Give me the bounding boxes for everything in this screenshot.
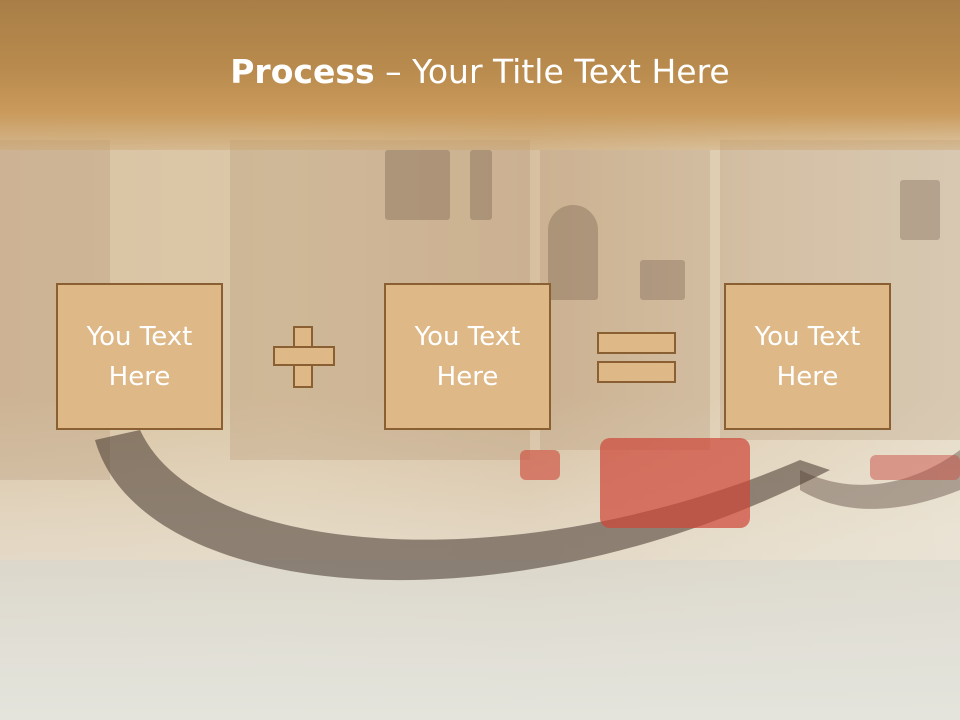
process-box-result[interactable]: You Text Here <box>724 283 891 430</box>
title-bar <box>0 0 960 150</box>
gondola-seat <box>520 450 560 480</box>
gondola-hull <box>95 430 830 581</box>
arched-window <box>548 205 598 300</box>
window <box>900 180 940 240</box>
gondola-hull <box>800 450 960 509</box>
window <box>470 150 492 220</box>
process-box-1[interactable]: You Text Here <box>56 283 223 430</box>
gondola-seat <box>870 455 960 480</box>
process-box-text: You Text Here <box>754 321 861 392</box>
process-box-text: You Text Here <box>414 321 521 392</box>
title-bold-word: Process <box>230 52 375 91</box>
building-facade <box>540 150 710 450</box>
process-box-text: You Text Here <box>86 321 193 392</box>
canal-water <box>0 560 960 720</box>
equals-bottom-bar <box>597 361 676 383</box>
plus-center <box>295 348 311 364</box>
balcony <box>385 150 450 220</box>
title-text: – Your Title Text Here <box>374 52 730 91</box>
gondola-seat <box>600 438 750 528</box>
process-box-2[interactable]: You Text Here <box>384 283 551 430</box>
equals-top-bar <box>597 332 676 354</box>
balcony <box>640 260 685 300</box>
slide-title[interactable]: Process – Your Title Text Here <box>0 52 960 91</box>
